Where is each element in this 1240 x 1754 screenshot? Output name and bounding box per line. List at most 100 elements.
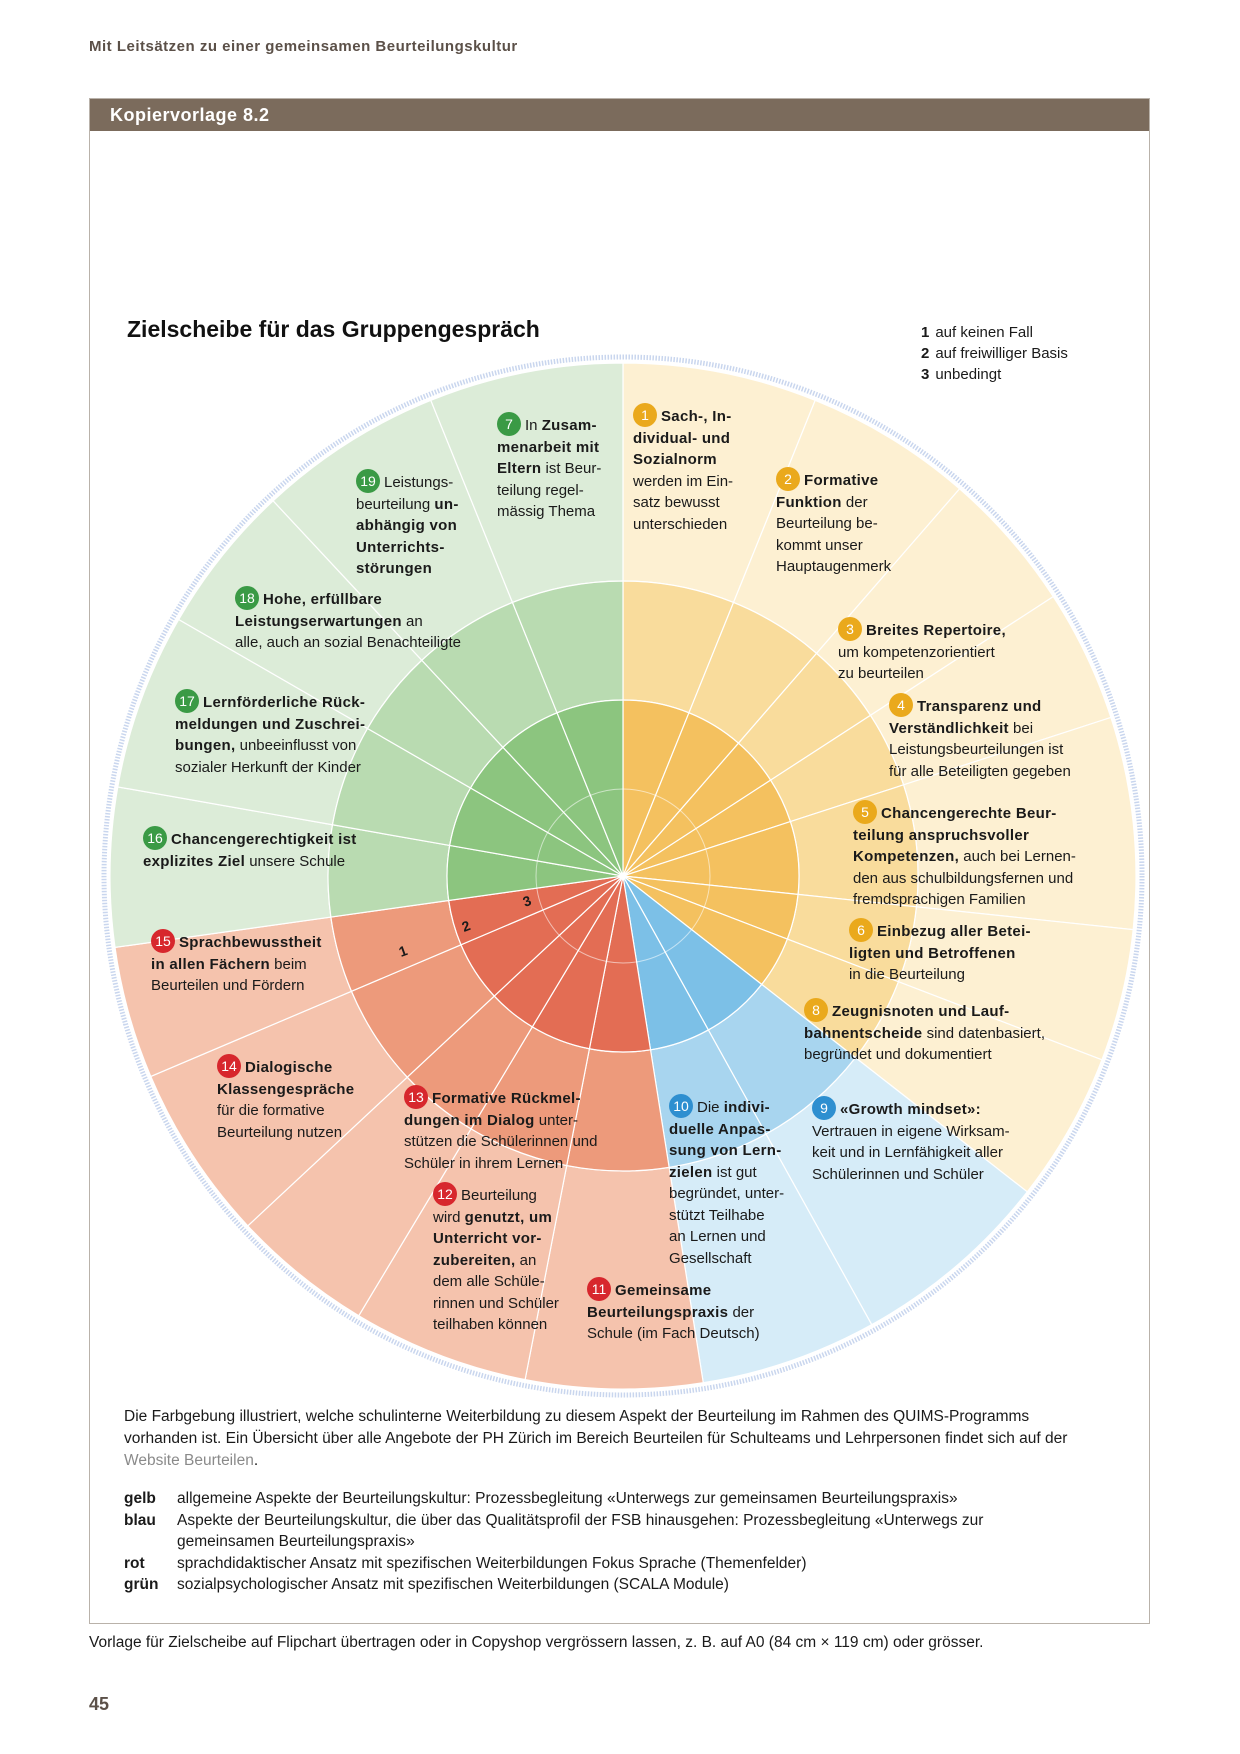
wheel-sector-16[interactable] <box>117 618 624 877</box>
segment-text-line: Eltern ist Beur- <box>497 460 602 477</box>
wheel-sector-3[interactable] <box>622 487 1055 877</box>
segment-text-line: dividual- und <box>633 429 731 447</box>
number-badge: 11 <box>587 1277 611 1301</box>
segment-text-line: rinnen und Schüler <box>433 1294 559 1312</box>
segment-text-line: Kompetenzen, auch bei Lernen- <box>853 848 1076 865</box>
segment-text-line: Funktion der <box>776 493 868 511</box>
footnote: Vorlage für Zielscheibe auf Flipchart üb… <box>89 1634 984 1651</box>
segment-text-line: meldungen und Zuschrei- <box>175 715 366 733</box>
website-link[interactable]: Website Beurteilen <box>124 1452 254 1469</box>
segment-text-line: Schülerinnen und Schüler <box>812 1165 984 1183</box>
ring-outline-3 <box>535 788 711 964</box>
ring-outline-1 <box>327 580 919 1172</box>
number-badge: 16 <box>143 826 167 850</box>
segment-text-line: sozialer Herkunft der Kinder <box>175 758 361 776</box>
segment-text-line: Gesellschaft <box>669 1249 752 1267</box>
segment-text-line: alle, auch an sozial Benachteiligte <box>235 634 461 651</box>
segment-text-line: Beurteilung nutzen <box>217 1123 343 1141</box>
segment-text-line: Schüler in ihrem Lernen <box>404 1154 564 1172</box>
segment-text-line: fremdsprachigen Familien <box>853 891 1026 908</box>
segment-text-line: explizites Ziel unsere Schule <box>143 852 346 870</box>
wheel-sector-2[interactable] <box>622 399 961 877</box>
wheel-sector-19[interactable] <box>430 362 624 877</box>
segment-text-line: den aus schulbildungsfernen und <box>853 869 1074 887</box>
wheel-border <box>101 354 1145 1398</box>
number-badge: 18 <box>235 586 259 610</box>
wheel-sector-10[interactable] <box>524 875 704 1390</box>
segment-text-line: begründet und dokumentiert <box>804 1046 992 1063</box>
wheel-sector-17[interactable] <box>177 499 624 877</box>
number-badge: 12 <box>433 1182 457 1206</box>
segment-text-line: sung von Lern- <box>669 1142 782 1159</box>
wheel-sector-13[interactable] <box>149 875 624 1227</box>
segment-text-line: Unterrichts- <box>356 538 445 556</box>
segment-text-line: begründet, unter- <box>669 1185 785 1202</box>
copy-template-frame: Kopiervorlage 8.2 <box>89 98 1150 1624</box>
segment-text-line: Sozialnorm <box>633 451 717 468</box>
segment-text-line: an Lernen und <box>669 1228 766 1245</box>
running-head: Mit Leitsätzen zu einer gemeinsamen Beur… <box>89 38 518 55</box>
segment-text-line: Beurteilen und Fördern <box>151 977 305 994</box>
wheel-sector-1[interactable] <box>622 362 816 877</box>
segment-text-line: für die formative <box>217 1102 325 1119</box>
number-badge: 15 <box>151 929 175 953</box>
segment-text-line: in allen Fächern beim <box>151 955 307 973</box>
wheel-sector-15[interactable] <box>109 786 624 949</box>
segment-text-line: zubereiten, an <box>433 1251 537 1269</box>
segment-text-line: duelle Anpas- <box>669 1120 771 1138</box>
wheel-sector-18[interactable] <box>272 399 624 877</box>
number-badge: 6 <box>849 918 873 942</box>
segment-text-line: zu beurteilen <box>838 665 924 682</box>
segment-label-9: 9«Growth mindset»:Vertrauen in eigene Wi… <box>812 1096 1010 1185</box>
number-badge: 2 <box>776 467 800 491</box>
segment-text-line: satz bewusst <box>633 494 720 511</box>
segment-text-line: werden im Ein- <box>633 472 734 490</box>
number-badge: 4 <box>889 693 913 717</box>
number-badge: 10 <box>669 1094 693 1118</box>
segment-text-line: keit und in Lernfähigkeit aller <box>812 1144 1003 1161</box>
segment-text-line: teilung anspruchsvoller <box>853 826 1030 844</box>
template-label: Kopiervorlage 8.2 <box>110 105 270 125</box>
segment-text-line: Klassengespräche <box>217 1080 355 1098</box>
ring-outline-2 <box>446 699 800 1053</box>
segment-text-line: abhängig von <box>356 517 458 534</box>
wheel-sector-14[interactable] <box>114 875 624 1078</box>
number-badge: 13 <box>404 1085 428 1109</box>
segment-text-line: dungen im Dialog unter- <box>404 1111 578 1129</box>
segment-text-line: in die Beurteilung <box>849 966 965 983</box>
number-badge: 14 <box>217 1054 241 1078</box>
segment-text-line: Vertrauen in eigene Wirksam- <box>812 1122 1010 1140</box>
segment-text-line: bahnentscheide sind datenbasiert, <box>804 1024 1045 1042</box>
wheel-sector-11[interactable] <box>357 875 624 1381</box>
wheel-sector-5[interactable] <box>622 716 1137 931</box>
segment-text-line: ligten und Betroffenen <box>849 944 1016 962</box>
